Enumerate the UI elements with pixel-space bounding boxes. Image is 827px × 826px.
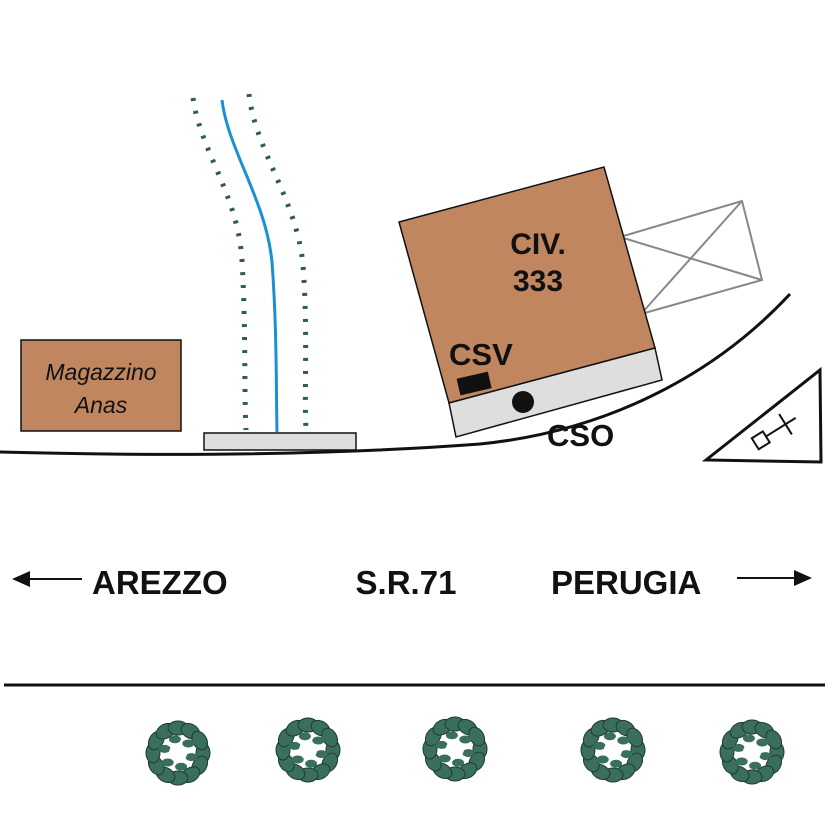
csv-meter-box xyxy=(456,371,492,396)
outbuilding-cross-2 xyxy=(640,200,743,315)
tree-icon xyxy=(580,717,646,783)
csv-label: CSV xyxy=(449,337,513,372)
warehouse-building xyxy=(20,339,182,432)
arrow-right-icon xyxy=(737,570,812,586)
culvert-slab xyxy=(203,432,357,451)
road-edge-north xyxy=(0,292,792,456)
cso-label: CSO xyxy=(547,418,614,453)
road-name-label: S.R.71 xyxy=(356,564,457,601)
valve-sign-icon xyxy=(701,366,823,464)
tree-row xyxy=(145,716,785,786)
tree-icon xyxy=(145,720,211,786)
paved-strip xyxy=(448,347,663,438)
west-destination-label: AREZZO xyxy=(92,564,228,601)
warehouse-label-line2: Anas xyxy=(73,392,128,418)
building-label-line1: CIV. xyxy=(510,228,566,261)
tree-icon xyxy=(275,717,341,783)
manhole-marker xyxy=(512,391,534,413)
canal-line xyxy=(220,99,279,433)
tree-icon xyxy=(719,719,785,785)
arrow-left-icon xyxy=(12,571,82,587)
tree-icon xyxy=(422,716,488,782)
canal-right-bank xyxy=(246,93,309,431)
valve-symbol xyxy=(750,413,797,451)
warehouse-label-line1: Magazzino xyxy=(45,359,156,385)
building-label-line2: 333 xyxy=(513,265,563,298)
east-destination-label: PERUGIA xyxy=(551,564,701,601)
canal-left-bank xyxy=(190,97,249,431)
